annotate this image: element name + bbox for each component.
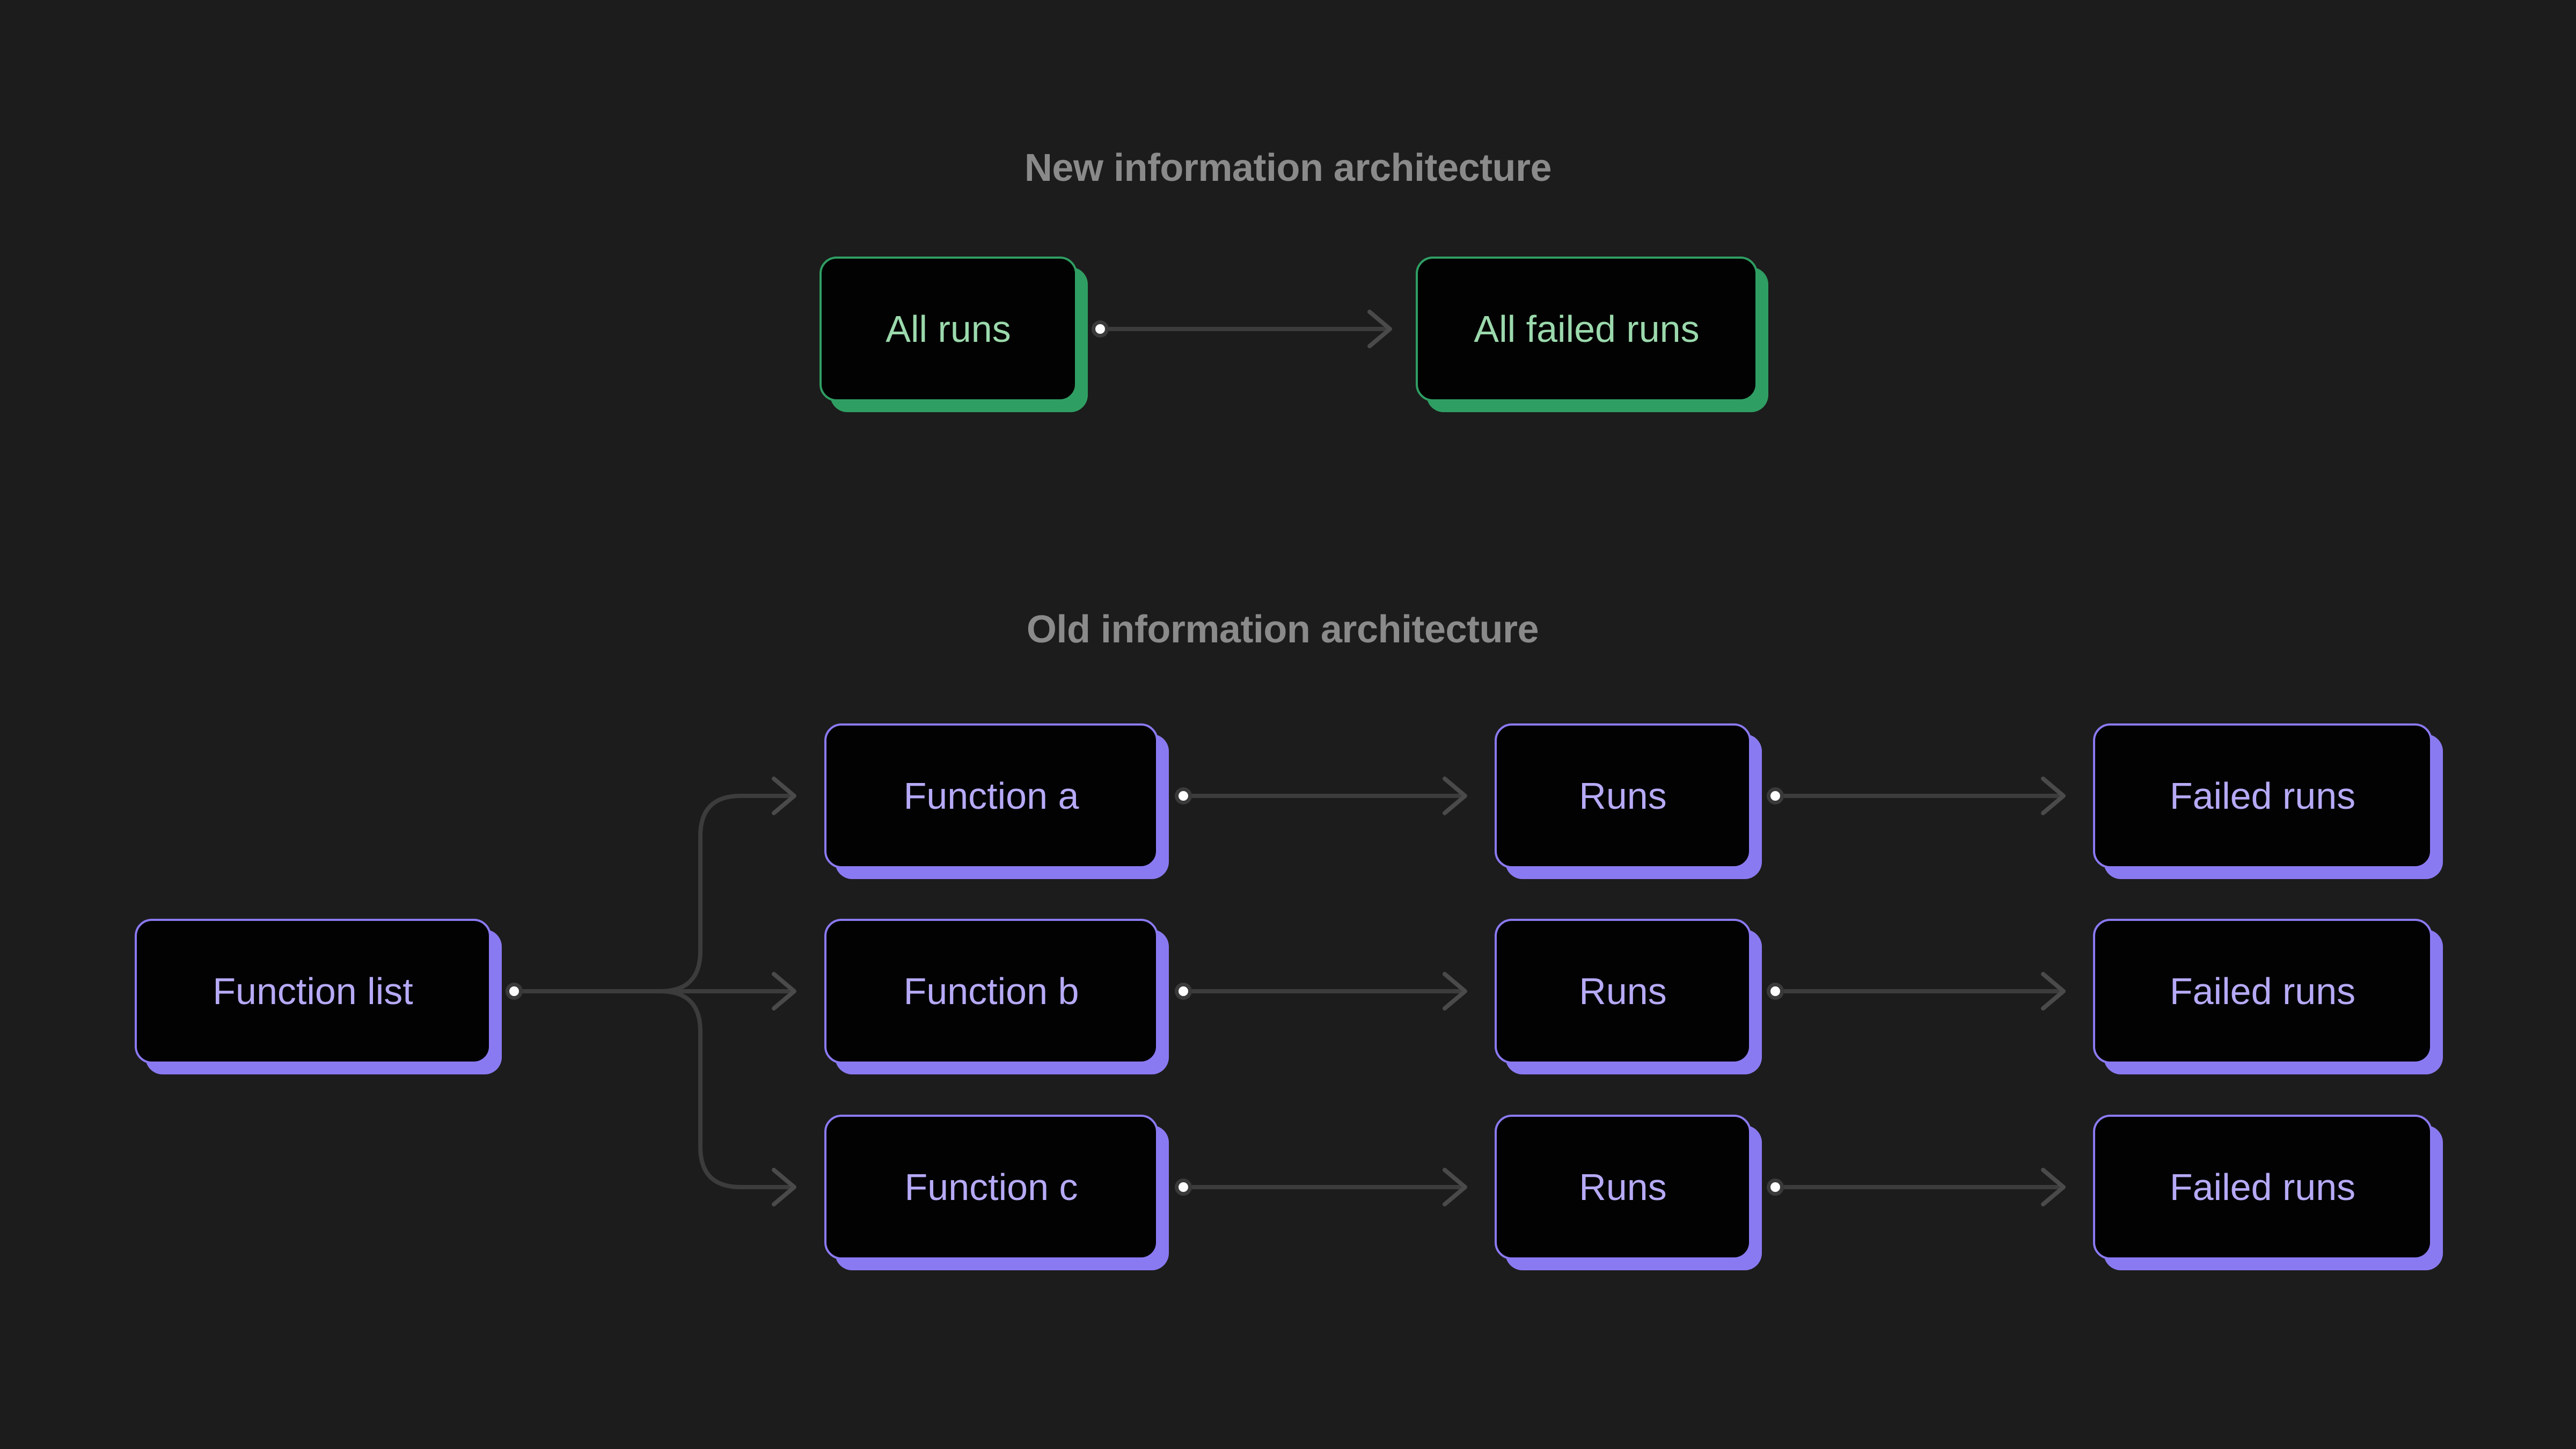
node-label: Function b [903,970,1079,1012]
edge-runs-to-failed-runs-b [1767,972,2066,1011]
node-label: Failed runs [2169,775,2356,817]
node-label: Failed runs [2169,1166,2356,1208]
node-label: Failed runs [2169,970,2356,1012]
node-all-runs: All runs [819,257,1077,401]
node-failed-runs-a: Failed runs [2093,723,2432,868]
edge-function-list-fork [506,777,796,1206]
node-failed-runs-b: Failed runs [2093,919,2432,1064]
node-label: All runs [885,308,1011,350]
node-label: Runs [1579,970,1667,1012]
edge-all-runs-to-all-failed-runs [1092,310,1392,348]
node-runs-c: Runs [1495,1115,1751,1260]
node-all-failed-runs: All failed runs [1416,257,1758,401]
node-function-a: Function a [824,723,1158,868]
node-label: All failed runs [1474,308,1700,350]
node-failed-runs-c: Failed runs [2093,1115,2432,1260]
node-label: Runs [1579,1166,1667,1208]
node-label: Function a [903,775,1079,817]
edge-function-c-to-runs [1175,1168,1467,1206]
edge-runs-to-failed-runs-a [1767,777,2066,815]
new-architecture-title: New information architecture [1024,147,1552,189]
node-function-list: Function list [135,919,491,1064]
node-label: Function c [904,1166,1078,1208]
edge-function-b-to-runs [1175,972,1467,1011]
old-architecture-title: Old information architecture [1026,608,1539,651]
node-runs-a: Runs [1495,723,1751,868]
node-runs-b: Runs [1495,919,1751,1064]
edge-function-a-to-runs [1175,777,1467,815]
node-function-b: Function b [824,919,1158,1064]
node-label: Runs [1579,775,1667,817]
edge-runs-to-failed-runs-c [1767,1168,2066,1206]
node-label: Function list [213,970,413,1012]
node-function-c: Function c [824,1115,1158,1260]
